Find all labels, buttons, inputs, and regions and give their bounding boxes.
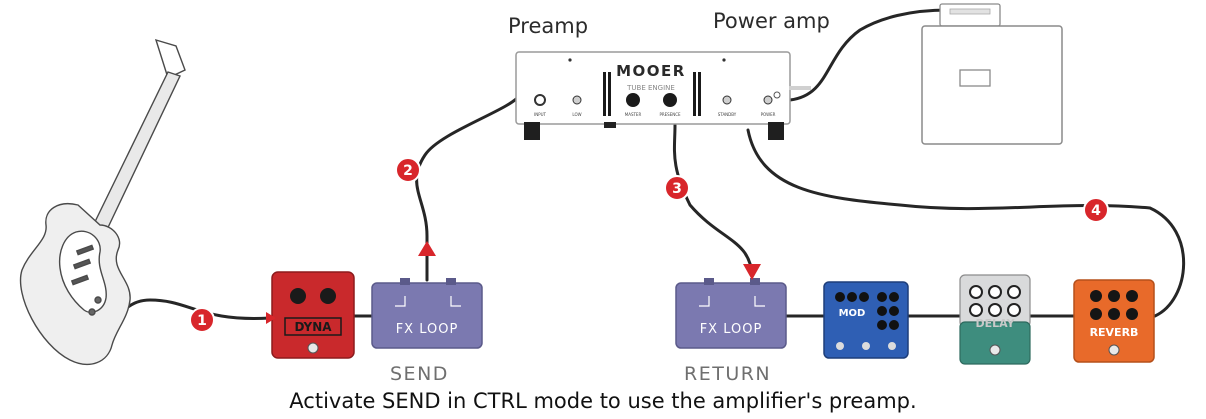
cable-reverb-to-amp xyxy=(746,128,1186,318)
marker-4-label: 4 xyxy=(1091,203,1101,219)
return-label: RETURN xyxy=(684,363,772,385)
marker-3-label: 3 xyxy=(672,181,682,197)
low-switch-icon xyxy=(572,95,582,105)
marker-3: 3 xyxy=(664,175,690,201)
electric-guitar-icon xyxy=(19,38,186,365)
fx-loop-return-pedal: FX LOOP xyxy=(675,264,787,349)
preamp-model: TUBE ENGINE xyxy=(626,84,675,92)
master-knob-icon xyxy=(626,93,640,107)
dyna-pedal: DYNA xyxy=(266,271,355,359)
delay-pedal-label: DELAY xyxy=(975,317,1015,330)
fx-return-label: FX LOOP xyxy=(700,322,763,337)
power-amp-label: Power amp xyxy=(713,9,830,33)
reverb-pedal-label: REVERB xyxy=(1090,326,1139,339)
mod-pedal: MOD xyxy=(823,281,909,359)
marker-2: 2 xyxy=(395,157,421,183)
cable-preamp-to-return xyxy=(672,123,754,277)
fx-loop-send-pedal: FX LOOP xyxy=(371,241,483,349)
knob-label-master: MASTER xyxy=(625,112,642,117)
input-jack-icon xyxy=(534,94,546,106)
power-switch-icon xyxy=(763,95,773,105)
marker-1-label: 1 xyxy=(197,313,207,329)
cable-preamp-to-cabinet xyxy=(788,8,950,102)
marker-1: 1 xyxy=(189,307,215,333)
knob-label-presence: PRESENCE xyxy=(659,112,681,117)
diagram-caption: Activate SEND in CTRL mode to use the am… xyxy=(289,389,917,413)
preamp-label: Preamp xyxy=(508,14,589,38)
send-label: SEND xyxy=(390,363,449,385)
reverb-pedal: REVERB xyxy=(1073,279,1155,363)
dyna-pedal-label: DYNA xyxy=(294,320,332,334)
fx-send-label: FX LOOP xyxy=(396,322,459,337)
tube-engine-preamp: MOOER TUBE ENGINE INPUT LOW MASTER PRESE… xyxy=(515,51,811,140)
knob-label-input: INPUT xyxy=(534,112,547,117)
standby-switch-icon xyxy=(722,95,732,105)
cable-send-to-preamp xyxy=(415,93,522,282)
knob-label-low: LOW xyxy=(572,112,581,117)
delay-pedal: DELAY xyxy=(959,274,1031,365)
marker-2-label: 2 xyxy=(403,163,413,179)
send-arrow-icon xyxy=(418,241,436,256)
knob-label-power: POWER xyxy=(761,112,776,117)
mod-pedal-label: MOD xyxy=(839,308,866,319)
preamp-brand: MOOER xyxy=(616,62,686,80)
return-arrow-icon xyxy=(743,264,761,280)
presence-knob-icon xyxy=(663,93,677,107)
knob-label-standby: STANDBY xyxy=(718,112,737,117)
cables xyxy=(102,8,1186,352)
marker-4: 4 xyxy=(1083,197,1109,223)
speaker-cabinet-icon xyxy=(921,3,1063,145)
